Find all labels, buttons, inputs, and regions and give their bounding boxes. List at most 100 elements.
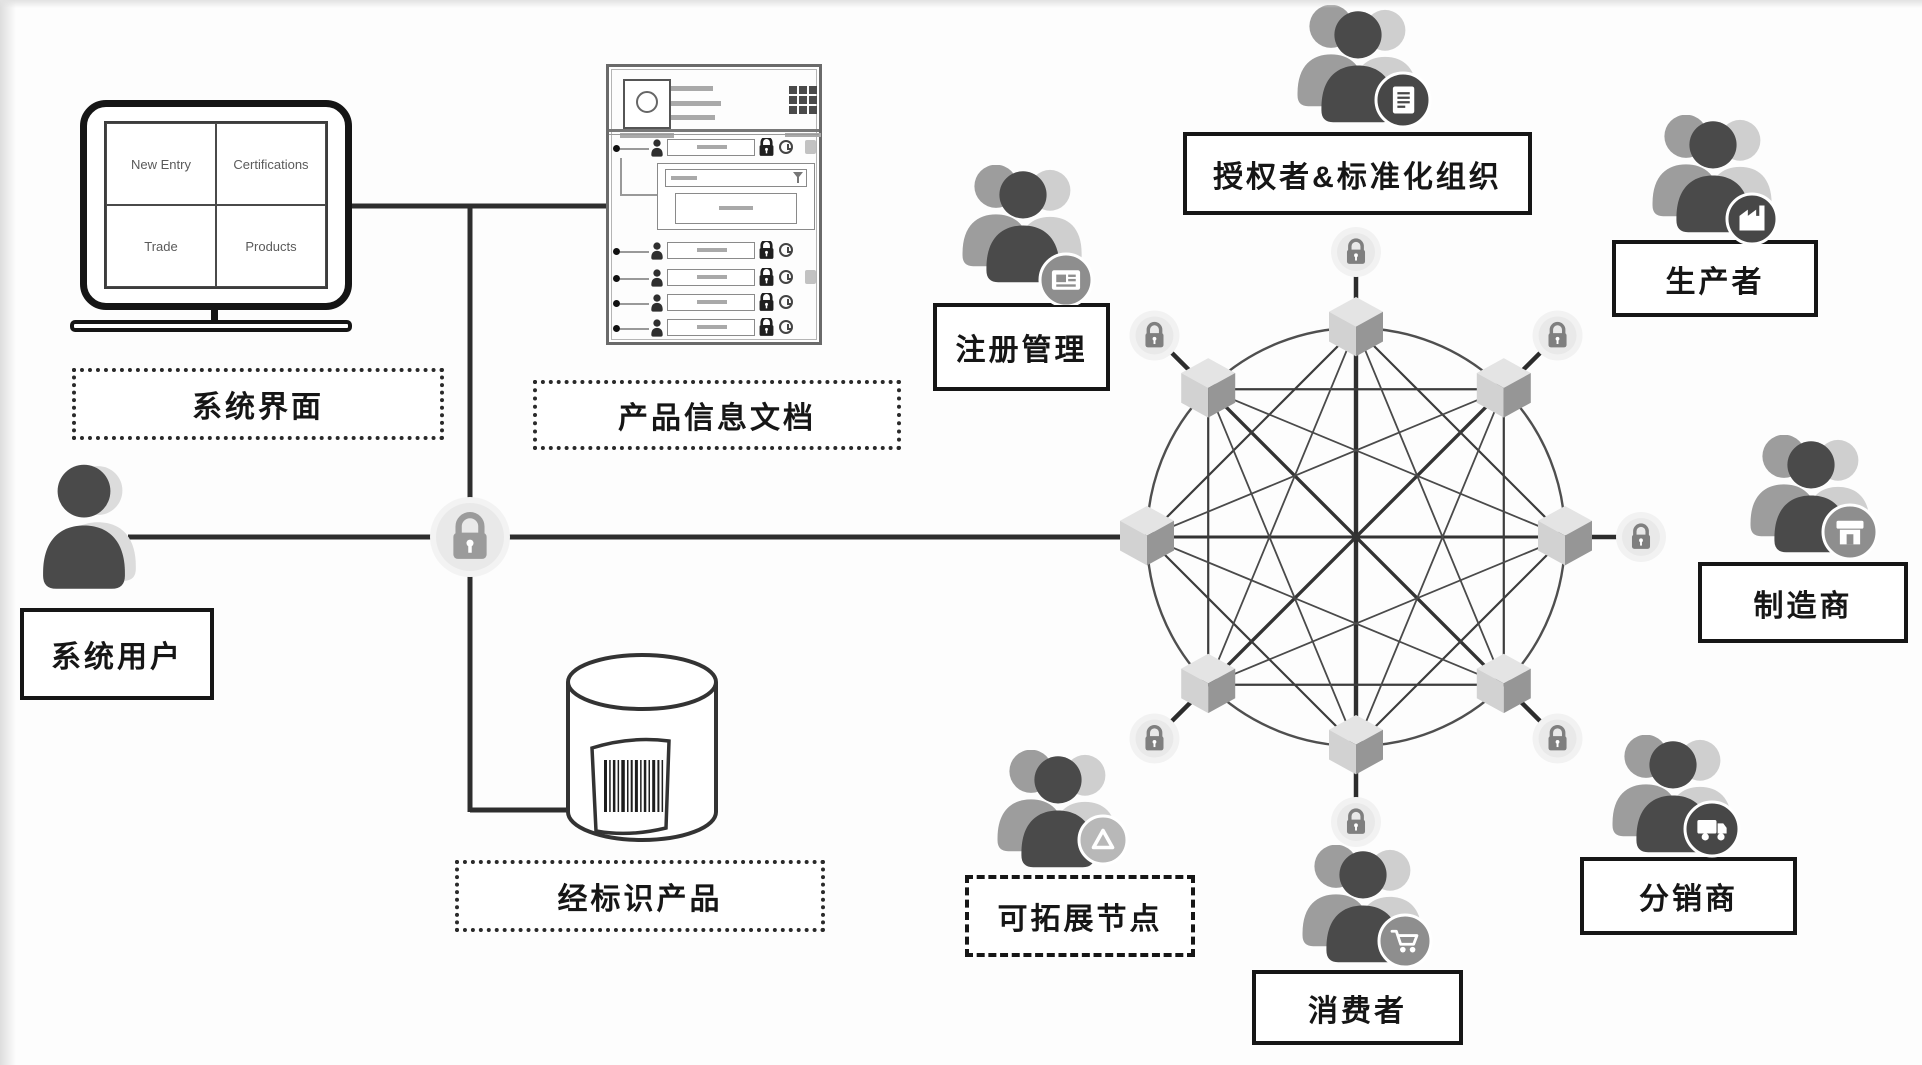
user-icon (649, 319, 665, 337)
clock-icon (779, 243, 793, 257)
role-person-extension (985, 750, 1135, 890)
lock-icon (1331, 227, 1381, 277)
row-field-text-bar (697, 248, 727, 252)
shopping-cart-icon (1377, 913, 1433, 969)
row-connector (620, 303, 649, 305)
menu-cell-trade: Trade (106, 205, 216, 287)
user-icon (649, 139, 665, 157)
menu-cell-certifications: Certifications (216, 123, 326, 205)
qr-code-icon (809, 86, 817, 94)
row-bullet (613, 325, 620, 332)
qr-code-icon (799, 96, 807, 104)
row-bullet (613, 300, 620, 307)
text-line-bar (671, 115, 715, 120)
clock-icon (779, 270, 793, 284)
blockchain-network (1120, 227, 1666, 847)
row-field-text-bar (697, 300, 727, 304)
person-primary (1021, 756, 1095, 868)
lock-icon (1616, 512, 1666, 562)
page-edge-shadow-left (0, 0, 16, 1065)
system-user-label: 系统用户 (20, 608, 214, 700)
select-text-bar (671, 176, 697, 180)
cube-icon (1329, 714, 1383, 775)
row-connector (620, 278, 649, 280)
page-edge-shadow-top (0, 0, 1922, 8)
attachment-icon (805, 270, 816, 284)
user-icon (649, 242, 665, 260)
user-icon (649, 294, 665, 312)
triangle-icon (1077, 814, 1129, 866)
role-person-producer (1640, 115, 1790, 255)
lock-icon (1331, 797, 1381, 847)
role-label-extension: 可拓展节点 (965, 875, 1195, 957)
lock-icon (1129, 713, 1180, 764)
header-divider (609, 129, 819, 132)
clock-icon (779, 320, 793, 334)
qr-code-icon (809, 106, 817, 114)
factory-icon (1725, 192, 1779, 246)
row-field-text-bar (697, 275, 727, 279)
cube-icon (1329, 296, 1383, 357)
registration-card-icon (1038, 252, 1094, 305)
system-interface-label: 系统界面 (72, 368, 444, 440)
branch-connector (620, 194, 657, 196)
certificate-document-icon (1374, 71, 1432, 129)
row-bullet (613, 275, 620, 282)
person-primary (986, 171, 1060, 283)
lock-icon (1532, 713, 1583, 764)
lock-icon (759, 138, 774, 157)
role-label-distributor: 分销商 (1580, 857, 1797, 935)
monitor-screen: New Entry Certifications Trade Products (80, 100, 352, 310)
cube-icon (1476, 653, 1531, 714)
role-label-producer: 生产者 (1612, 240, 1818, 317)
select-field (665, 169, 807, 187)
row-field-text-bar (697, 145, 727, 149)
menu-cell-new-entry: New Entry (106, 123, 216, 205)
lock-icon (759, 293, 774, 312)
role-person-authorizer (1285, 5, 1435, 145)
lock-icon (1129, 310, 1180, 361)
qr-code-icon (809, 96, 817, 104)
text-line-bar (671, 86, 713, 91)
attachment-icon (805, 140, 816, 154)
row-field-text-bar (697, 325, 727, 329)
header-divider (609, 134, 819, 135)
lock-icon (759, 318, 774, 337)
monitor-stand (211, 308, 218, 322)
cube-icon (1120, 505, 1174, 566)
caption-bar (620, 133, 674, 138)
row-connector (620, 251, 649, 253)
identified-product-label: 经标识产品 (455, 860, 825, 932)
identified-product-database (552, 640, 737, 865)
row-connector (620, 328, 649, 330)
role-label-registration: 注册管理 (933, 303, 1110, 391)
role-label-manufacturer: 制造商 (1698, 562, 1908, 643)
monitor-base (70, 320, 352, 332)
security-hub-lock-icon (430, 497, 510, 577)
store-icon (1821, 503, 1879, 561)
cube-icon (1538, 505, 1592, 566)
text-line-bar (671, 101, 721, 106)
product-information-document (606, 64, 822, 345)
system-user-person-icon (20, 462, 155, 607)
product-info-document-label: 产品信息文档 (533, 380, 901, 450)
branch-connector (620, 158, 622, 195)
filter-funnel-icon (793, 172, 803, 183)
cube-icon (1181, 358, 1236, 418)
lock-icon (759, 268, 774, 287)
menu-cell-products: Products (216, 205, 326, 287)
role-person-distributor (1600, 735, 1750, 875)
role-person-manufacturer (1738, 435, 1888, 575)
row-bullet (613, 145, 620, 152)
qr-code-icon (799, 106, 807, 114)
role-person-registration (950, 165, 1100, 305)
barcode-icon (604, 760, 664, 812)
product-image-circle (636, 91, 658, 113)
clock-icon (779, 295, 793, 309)
caption-bar (785, 133, 821, 137)
clock-icon (779, 140, 793, 154)
monitor-menu-grid: New Entry Certifications Trade Products (104, 121, 328, 289)
role-label-consumer: 消费者 (1252, 970, 1463, 1045)
lock-icon (759, 241, 774, 260)
